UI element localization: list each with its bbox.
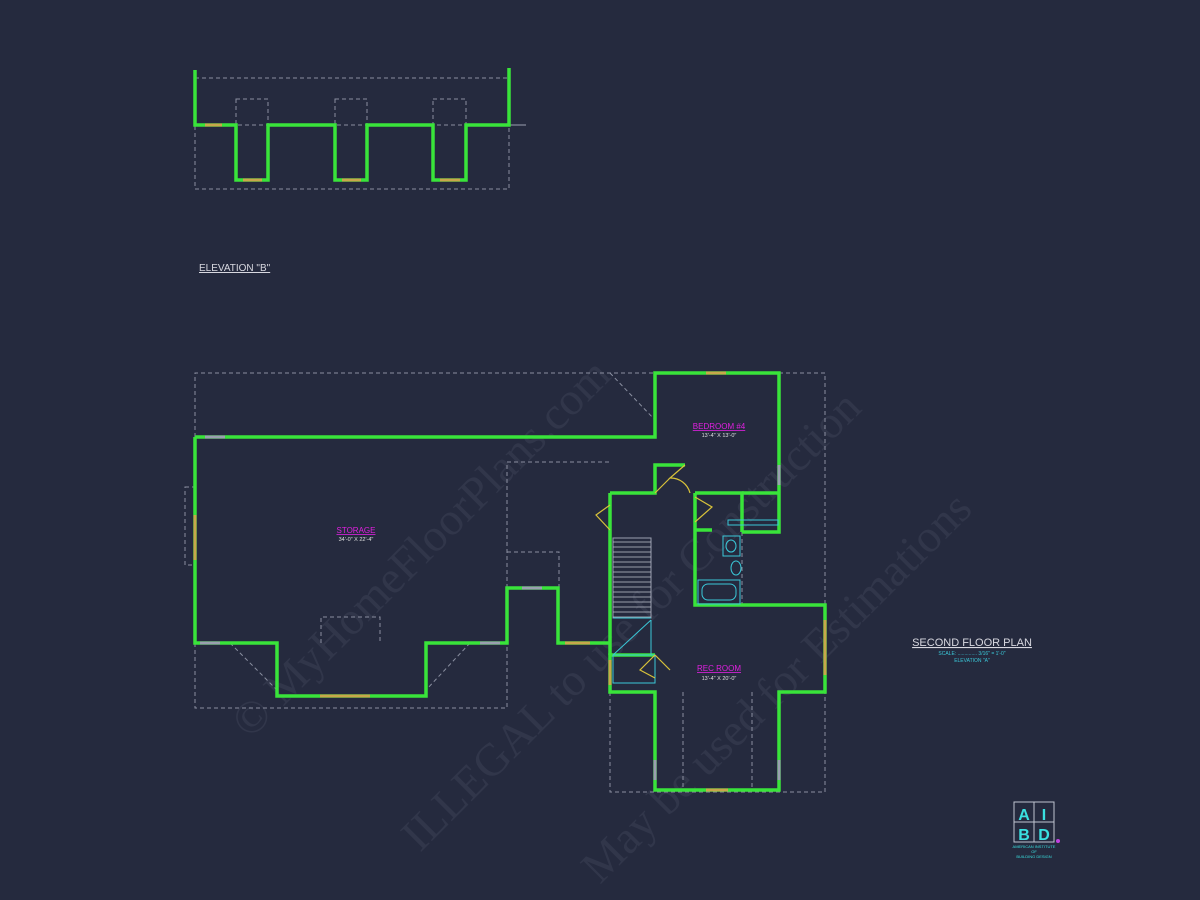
plan-elevation-ref: ELEVATION "A"	[954, 658, 990, 664]
room-size-rec-room: 13'-4" X 20'-0"	[702, 676, 737, 682]
logo-letter-a: A	[1018, 807, 1030, 824]
logo-letter-d: D	[1038, 827, 1050, 844]
logo-line-1: AMERICAN INSTITUTE	[1013, 844, 1056, 849]
watermark: © MyHomeFloorPlans.com ILLEGAL to use fo…	[221, 348, 981, 892]
second-floor-plan: BEDROOM #4 13'-4" X 13'-0" STORAGE 34'-0…	[184, 371, 827, 793]
bath-fixtures	[697, 519, 779, 605]
logo-line-2: OF	[1031, 849, 1037, 854]
room-label-storage: STORAGE	[337, 526, 376, 535]
room-label-rec-room: REC ROOM	[697, 664, 741, 673]
plan-title: SECOND FLOOR PLAN	[912, 637, 1032, 649]
room-size-bedroom-4: 13'-4" X 13'-0"	[702, 433, 737, 439]
watermark-line-2: ILLEGAL to use for Construction	[391, 381, 870, 860]
stairs	[612, 537, 656, 684]
logo-letter-i: I	[1042, 807, 1046, 824]
elevation-b-title: ELEVATION "B"	[199, 263, 271, 274]
room-label-bedroom-4: BEDROOM #4	[693, 422, 746, 431]
logo-line-3: BUILDING DESIGN	[1016, 854, 1051, 859]
aibd-logo: A I B D AMERICAN INSTITUTE OF BUILDING D…	[1013, 801, 1060, 859]
plan-scale: SCALE: .............. 3/16" = 1'-0"	[938, 651, 1005, 657]
watermark-line-3: May be used for Estimations	[571, 482, 981, 892]
doors	[595, 464, 714, 679]
elevation-b-drawing	[193, 68, 526, 190]
room-size-storage: 34'-0" X 22'-4"	[339, 537, 374, 543]
logo-letter-b: B	[1018, 827, 1030, 844]
